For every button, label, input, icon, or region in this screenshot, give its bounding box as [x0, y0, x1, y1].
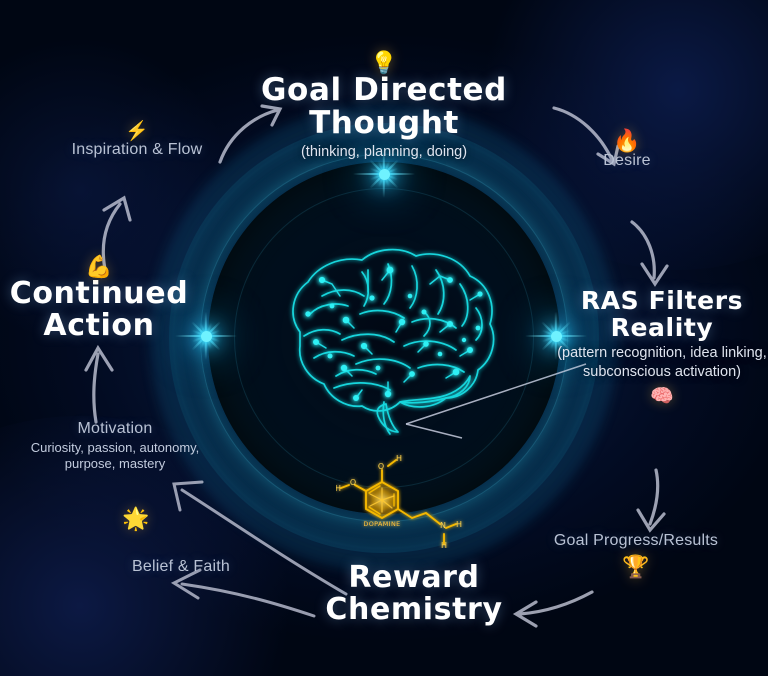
svg-text:H: H — [456, 520, 462, 529]
stage-goal-directed-thought[interactable]: 💡 Goal Directed Thought (thinking, plann… — [184, 52, 584, 161]
stage-continued-action[interactable]: 💪 Continued Action — [4, 256, 194, 342]
goal-subtitle: (thinking, planning, doing) — [300, 143, 468, 160]
arrow-motivation-to-action — [84, 344, 114, 424]
goal-title: Goal Directed Thought — [261, 72, 507, 141]
progress-label: Goal Progress/Results — [553, 532, 719, 549]
reward-title-line1: Reward — [348, 560, 480, 595]
svg-text:H: H — [441, 541, 447, 548]
stage-inspiration-and-flow[interactable]: ⚡ Inspiration & Flow — [42, 122, 232, 159]
lightbulb-icon: 💡 — [370, 50, 398, 75]
dopamine-molecule: O H O H N H H DOPAMINE — [336, 454, 462, 548]
neural-brain-illustration — [292, 248, 495, 435]
svg-text:N: N — [440, 521, 446, 530]
inspiration-label: Inspiration & Flow — [71, 141, 203, 158]
glowing-star-icon: 🌟 — [122, 506, 150, 531]
fire-icon: 🔥 — [613, 128, 641, 153]
stage-belief-and-faith[interactable]: Belief & Faith — [96, 558, 266, 576]
flexed-bicep-icon: 💪 — [85, 254, 113, 279]
action-title-line1: Continued — [9, 276, 189, 311]
motivation-label: Motivation — [77, 420, 153, 437]
stage-desire[interactable]: 🔥 Desire — [562, 130, 692, 170]
stage-ras-filters-reality[interactable]: RAS Filters Reality (pattern recognition… — [556, 286, 768, 408]
svg-text:H: H — [336, 484, 341, 493]
motivation-subtitle: Curiosity, passion, autonomy, purpose, m… — [30, 440, 200, 472]
belief-label: Belief & Faith — [132, 558, 230, 575]
action-title-line2: Action — [43, 307, 155, 343]
lightning-bolt-icon: ⚡ — [125, 121, 149, 142]
reward-title-line2: Chemistry — [325, 591, 503, 627]
svg-text:O: O — [378, 462, 384, 471]
trophy-icon: 🏆 — [622, 554, 650, 579]
brain-icon: 🧠 — [650, 386, 674, 408]
stage-goal-progress-results[interactable]: Goal Progress/Results 🏆 — [520, 532, 752, 578]
stage-reward-chemistry[interactable]: Reward Chemistry — [294, 562, 534, 626]
svg-text:H: H — [396, 454, 402, 463]
ras-title-line2: Reality — [610, 312, 714, 342]
molecule-label: DOPAMINE — [363, 520, 400, 528]
arrow-ras-to-progress — [636, 468, 666, 533]
desire-label: Desire — [603, 152, 651, 169]
svg-text:O: O — [350, 478, 356, 487]
arrow-desire-to-ras — [630, 220, 669, 287]
ras-title-line1: RAS Filters — [580, 286, 744, 315]
stage-motivation[interactable]: Motivation Curiosity, passion, autonomy,… — [10, 420, 220, 473]
ras-subtitle: (pattern recognition, idea linking, subc… — [557, 345, 767, 380]
